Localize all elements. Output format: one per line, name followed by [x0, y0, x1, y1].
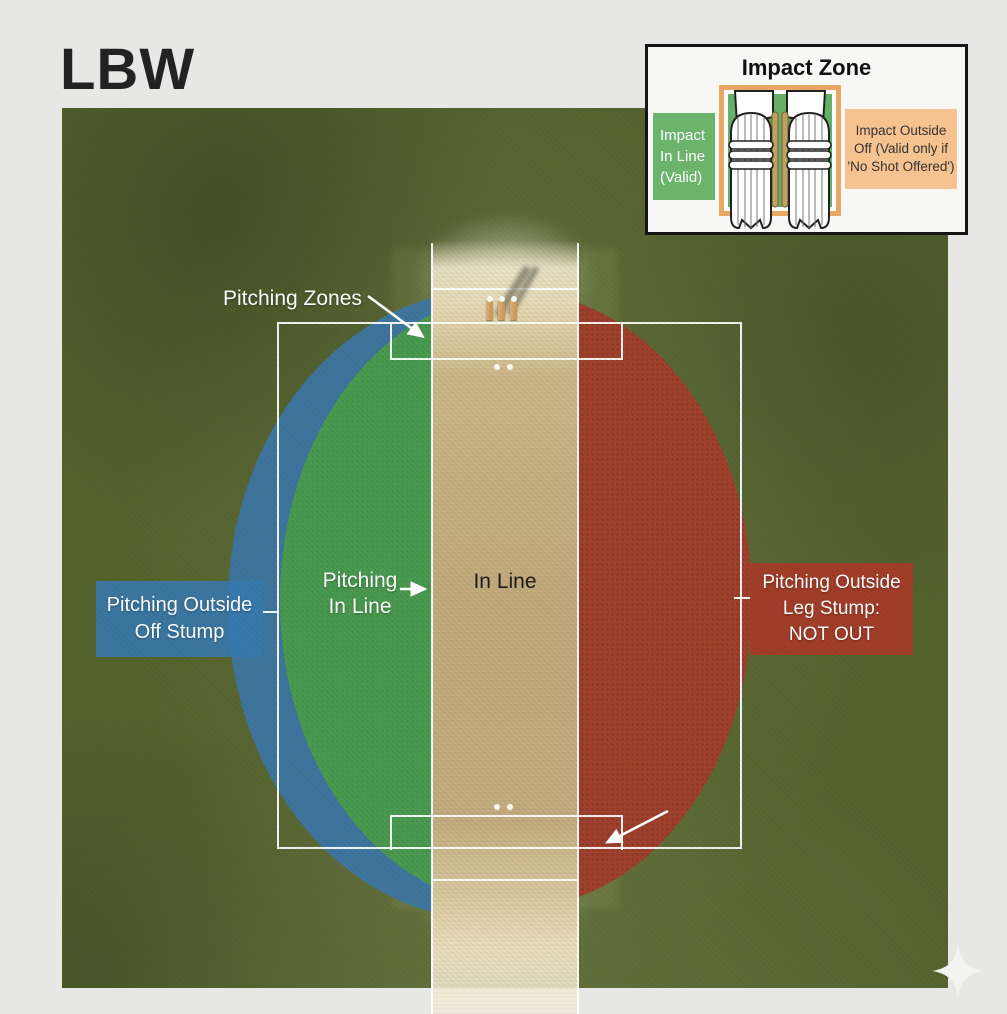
guard-mark — [494, 364, 500, 370]
impact-in-line-line2: In Line — [660, 148, 706, 165]
pitching-zones-label: Pitching Zones — [223, 287, 362, 310]
impact-outside-off-label: Impact Outside Off (Valid only if 'No Sh… — [845, 109, 957, 189]
cricket-field: Pitching Zones Pitching In Line In Line … — [62, 108, 948, 1014]
bowling-crease-top — [431, 288, 579, 290]
pitch-edge-line-right — [577, 243, 579, 1014]
guard-mark — [507, 364, 513, 370]
badge-off-connector-line — [263, 611, 279, 613]
batting-pad-left — [728, 111, 774, 230]
pitching-in-line-label: Pitching In Line — [305, 568, 415, 620]
bail — [511, 296, 517, 302]
guard-mark — [494, 804, 500, 810]
stump-icon — [771, 111, 779, 208]
batting-pad-right — [786, 111, 832, 230]
page-title: LBW — [60, 37, 196, 102]
badge-leg-connector-line — [734, 597, 750, 599]
stump-icon — [781, 111, 789, 208]
impact-in-line-line1: Impact — [660, 127, 706, 144]
pitching-in-line-line1: Pitching — [322, 569, 398, 592]
bail — [499, 296, 505, 302]
badge-off-line2: Off Stump — [134, 621, 225, 643]
stump — [510, 300, 517, 320]
stump — [498, 300, 505, 320]
bowling-crease-bottom — [431, 879, 579, 881]
pitching-zone-box-bottom — [390, 815, 623, 850]
impact-outside-off-line1: Impact Outside — [855, 123, 947, 138]
batting-pads-icon — [719, 85, 841, 230]
sparkle-icon — [932, 945, 984, 997]
off-side-zone-clip — [62, 108, 432, 988]
impact-in-line-line3: (Valid) — [660, 169, 703, 186]
in-line-label: In Line — [473, 570, 537, 593]
pitching-in-line-line2: In Line — [328, 595, 392, 618]
stump — [486, 300, 493, 320]
pitching-outside-off-badge: Pitching Outside Off Stump — [96, 581, 263, 657]
impact-in-line-label: Impact In Line (Valid) — [653, 113, 715, 200]
impact-zone-inset: Impact Zone Impact In Line (Valid) — [645, 44, 968, 235]
pitch-strip — [431, 240, 579, 1014]
impact-zone-title: Impact Zone — [741, 55, 872, 80]
badge-leg-line3: NOT OUT — [788, 624, 875, 645]
impact-outside-off-line3: 'No Shot Offered') — [847, 159, 955, 174]
badge-leg-line2: Leg Stump: — [782, 598, 881, 619]
pitching-outside-leg-badge: Pitching Outside Leg Stump: NOT OUT — [750, 563, 913, 655]
impact-outside-off-line2: Off (Valid only if — [853, 141, 949, 156]
badge-off-line1: Pitching Outside — [106, 594, 253, 616]
badge-leg-line1: Pitching Outside — [762, 572, 901, 593]
pitch-edge-line-left — [431, 243, 433, 1014]
bail — [487, 296, 493, 302]
guard-mark — [507, 804, 513, 810]
pitching-zone-rectangle — [277, 322, 742, 849]
leg-side-zone-clip — [578, 108, 948, 988]
pitching-zone-box-top — [390, 324, 623, 360]
